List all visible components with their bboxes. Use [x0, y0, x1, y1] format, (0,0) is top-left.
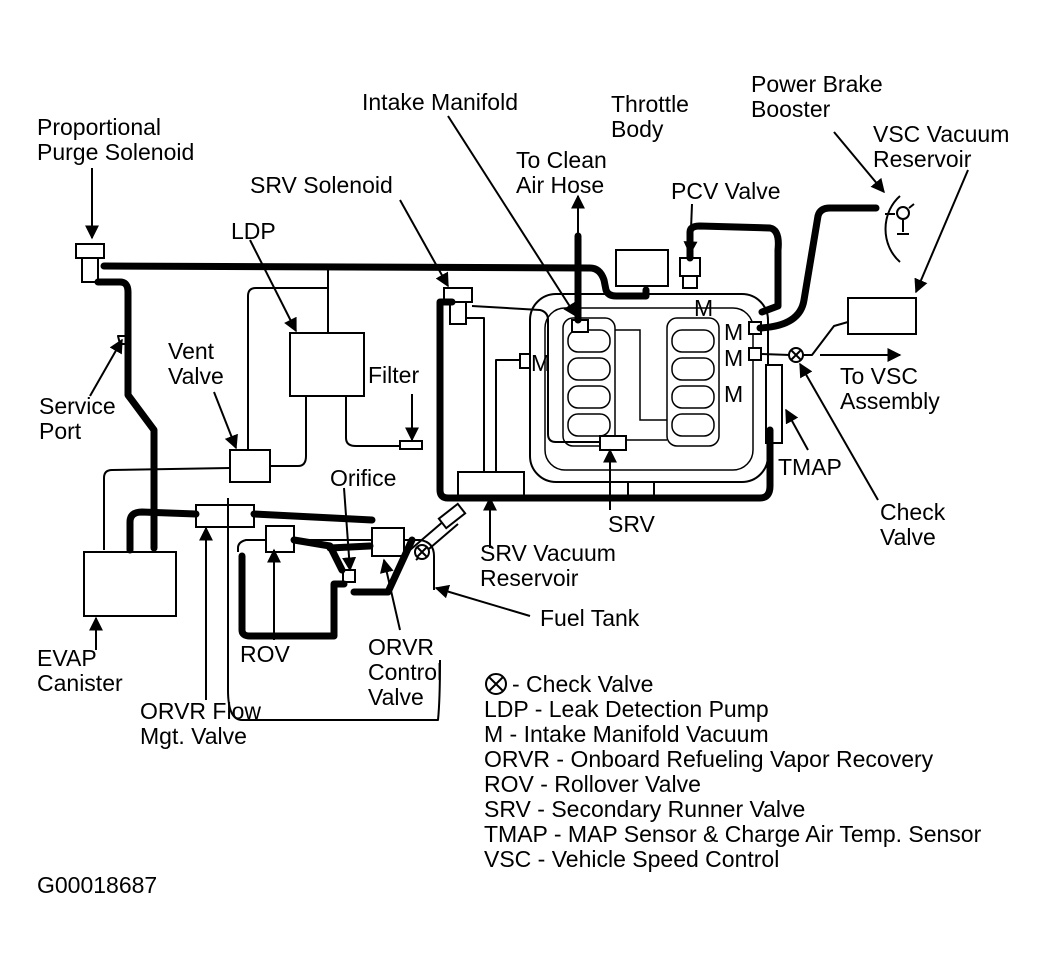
- vsc-vacuum-reservoir: [847, 297, 917, 335]
- label-proportional-purge-solenoid-1: Proportional: [37, 114, 161, 140]
- label-rov: ROV: [240, 641, 291, 667]
- label-evap-canister-1: EVAP: [37, 645, 97, 671]
- label-service-port-1: Service: [39, 393, 116, 419]
- evap-canister: [83, 551, 177, 617]
- m-marker-right-3: M: [724, 381, 743, 407]
- label-srv-vacuum-reservoir-2: Reservoir: [480, 565, 579, 591]
- vacuum-hoses: [94, 204, 880, 640]
- rollover-valve: [265, 525, 295, 553]
- label-power-brake-booster-1: Power Brake: [751, 71, 883, 97]
- legend-rov: ROV - Rollover Valve: [484, 771, 701, 797]
- engine: [529, 293, 769, 497]
- label-throttle-body-2: Body: [611, 116, 664, 142]
- label-vsc-vacuum-reservoir-2: Reservoir: [873, 146, 972, 172]
- pcv-valve: [679, 257, 701, 289]
- m-port-left: [519, 353, 531, 369]
- vent-valve: [229, 449, 271, 483]
- label-to-clean-air-hose-1: To Clean: [516, 147, 607, 173]
- orvr-flow-mgt-valve: [195, 504, 255, 528]
- m-marker-right-1: M: [724, 319, 743, 345]
- check-valve-symbol-icon: [485, 673, 507, 695]
- label-fuel-tank: Fuel Tank: [540, 605, 640, 631]
- m-port-right-2: [748, 347, 762, 361]
- legend-vsc: VSC - Vehicle Speed Control: [484, 846, 779, 872]
- label-ldp: LDP: [231, 218, 276, 244]
- legend-srv: SRV - Secondary Runner Valve: [484, 796, 805, 822]
- label-srv-solenoid: SRV Solenoid: [250, 172, 393, 198]
- tmap-sensor: [765, 364, 783, 444]
- label-orvr-control-valve-2: Control: [368, 659, 442, 685]
- m-marker-top: M: [694, 295, 713, 321]
- label-orvr-control-valve-3: Valve: [368, 684, 424, 710]
- m-marker-right-2: M: [724, 345, 743, 371]
- label-evap-canister-2: Canister: [37, 670, 123, 696]
- orvr-control-valve: [371, 527, 405, 557]
- filler-neck: [409, 502, 467, 561]
- callout-arrows: [85, 115, 969, 700]
- intake-runners-left: [562, 317, 616, 447]
- label-intake-manifold: Intake Manifold: [362, 89, 518, 115]
- label-power-brake-booster-2: Booster: [751, 96, 831, 122]
- label-orvr-flow-mgt-valve-2: Mgt. Valve: [140, 723, 247, 749]
- check-valve-vsc: [788, 347, 804, 363]
- srv-vacuum-reservoir: [457, 471, 525, 497]
- label-to-clean-air-hose-2: Air Hose: [516, 172, 604, 198]
- label-vent-valve-1: Vent: [168, 338, 215, 364]
- label-srv: SRV: [608, 511, 656, 537]
- vent-lines: [103, 268, 849, 721]
- label-throttle-body-1: Throttle: [611, 91, 689, 117]
- legend-m: M - Intake Manifold Vacuum: [484, 721, 769, 747]
- throttle-body: [615, 249, 669, 287]
- label-orvr-control-valve-1: ORVR: [368, 634, 434, 660]
- proportional-purge-solenoid: [75, 243, 105, 283]
- legend: - Check Valve LDP - Leak Detection Pump …: [484, 671, 982, 872]
- legend-tmap: TMAP - MAP Sensor & Charge Air Temp. Sen…: [484, 821, 982, 847]
- component-labels: Proportional Purge Solenoid Intake Manif…: [37, 71, 1009, 749]
- label-orifice: Orifice: [330, 465, 396, 491]
- legend-ldp: LDP - Leak Detection Pump: [484, 696, 769, 722]
- m-markers: M M M M M: [531, 295, 743, 407]
- label-service-port-2: Port: [39, 418, 82, 444]
- srv-actuator: [599, 435, 627, 451]
- label-orvr-flow-mgt-valve-1: ORVR Flow: [140, 698, 261, 724]
- fuel-tank: [237, 539, 435, 590]
- label-srv-vacuum-reservoir-1: SRV Vacuum: [480, 540, 616, 566]
- figure-id: G00018687: [37, 872, 157, 898]
- label-tmap: TMAP: [778, 454, 842, 480]
- label-to-vsc-assembly-2: Assembly: [840, 388, 940, 414]
- label-check-valve-1: Check: [880, 499, 946, 525]
- label-vent-valve-2: Valve: [168, 363, 224, 389]
- leak-detection-pump: [289, 332, 365, 397]
- intake-runners-right: [666, 317, 720, 447]
- legend-check-valve: - Check Valve: [512, 671, 653, 697]
- legend-orvr: ORVR - Onboard Refueling Vapor Recovery: [484, 746, 934, 772]
- filter: [399, 440, 423, 450]
- label-filter: Filter: [368, 362, 419, 388]
- m-marker-left: M: [531, 350, 550, 376]
- label-pcv-valve: PCV Valve: [671, 178, 781, 204]
- label-check-valve-2: Valve: [880, 524, 936, 550]
- label-to-vsc-assembly-1: To VSC: [840, 363, 918, 389]
- power-brake-booster: [884, 195, 915, 263]
- label-proportional-purge-solenoid-2: Purge Solenoid: [37, 139, 194, 165]
- label-vsc-vacuum-reservoir-1: VSC Vacuum: [873, 121, 1009, 147]
